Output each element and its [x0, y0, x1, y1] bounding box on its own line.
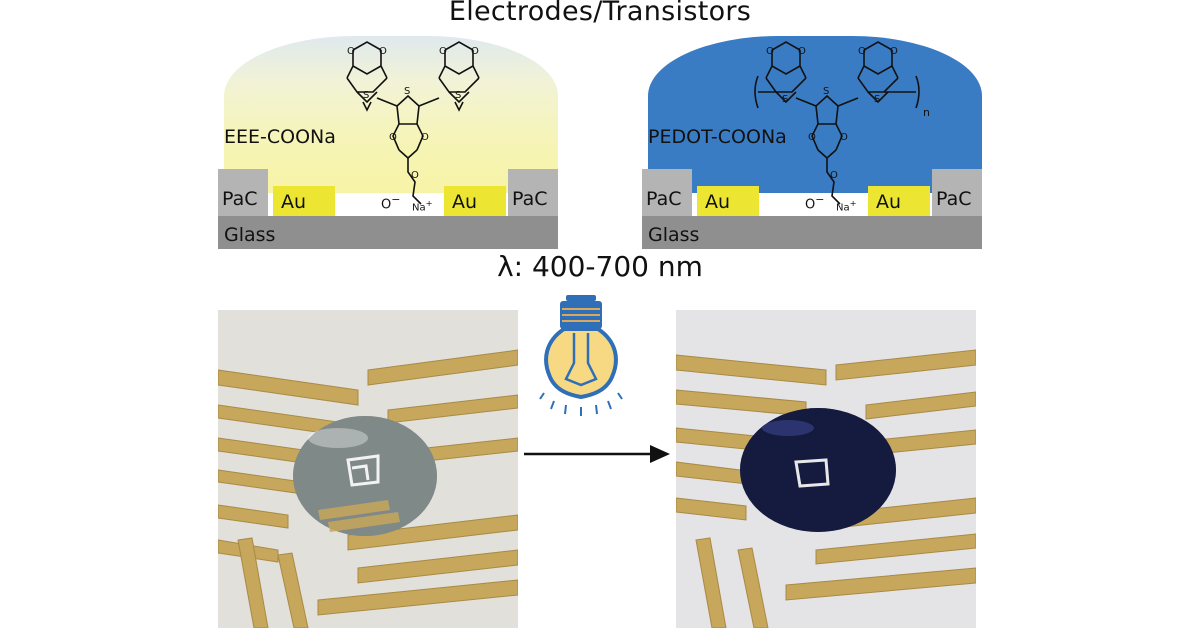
au-electrode-right: Au [868, 186, 930, 216]
arrow-right-icon [524, 445, 670, 463]
pac-layer-right: PaC [508, 169, 558, 216]
molecule-structure-monomer [346, 41, 480, 205]
glass-substrate: Glass [642, 216, 982, 249]
repeat-unit-n: n [923, 106, 930, 119]
svg-text:O: O [411, 170, 419, 181]
electrolyte-dome-monomer [224, 36, 558, 193]
au-electrode-right: Au [444, 186, 506, 216]
photo-before-illumination [218, 310, 518, 628]
pac-layer-left: PaC [218, 169, 268, 216]
svg-text:O: O [858, 46, 866, 57]
molecule-atoms-polymer: O O S O O S S O O O [766, 46, 898, 181]
svg-text:O: O [389, 132, 397, 143]
sodium-counterion: Na+ [412, 198, 433, 214]
au-electrode-left: Au [697, 186, 759, 216]
svg-text:O: O [379, 46, 387, 57]
svg-text:O: O [840, 132, 848, 143]
svg-text:S: S [404, 86, 410, 97]
au-electrode-left: Au [273, 186, 335, 216]
pac-layer-left: PaC [642, 169, 692, 216]
svg-text:O: O [830, 170, 838, 181]
svg-text:S: S [782, 94, 788, 105]
svg-text:O: O [421, 132, 429, 143]
molecule-label-polymer: PEDOT-COONa [648, 126, 787, 148]
carboxylate-oxygen: O− [381, 193, 401, 213]
molecule-structure-polymer [754, 41, 920, 205]
wavelength-label: λ: 400-700 nm [497, 250, 703, 283]
carboxylate-oxygen: O− [805, 193, 825, 213]
figure-title: Electrodes/Transistors [448, 0, 752, 27]
svg-text:O: O [808, 132, 816, 143]
svg-text:O: O [347, 46, 355, 57]
svg-text:O: O [439, 46, 447, 57]
svg-text:S: S [455, 90, 461, 101]
device-schematic-polymer: PaC Au Au PaC Glass PEDOT-COONa O O S O O … [642, 36, 982, 249]
light-bulb-icon [539, 295, 623, 416]
glass-substrate: Glass [218, 216, 558, 249]
device-schematic-monomer: PaC Au Au PaC Glass EEE-COONa O O S O O S … [218, 36, 558, 249]
svg-text:S: S [363, 90, 369, 101]
sodium-counterion: Na+ [836, 198, 857, 214]
molecule-atoms-monomer: O O S O O S S O O O [347, 46, 479, 181]
photo-after-illumination [676, 310, 976, 628]
svg-text:O: O [798, 46, 806, 57]
svg-text:O: O [766, 46, 774, 57]
svg-text:O: O [890, 46, 898, 57]
pac-layer-right: PaC [932, 169, 982, 216]
polymer-dome-pedot [648, 36, 982, 193]
svg-text:S: S [823, 86, 829, 97]
svg-text:S: S [874, 94, 880, 105]
molecule-label-monomer: EEE-COONa [224, 126, 336, 148]
svg-text:O: O [471, 46, 479, 57]
